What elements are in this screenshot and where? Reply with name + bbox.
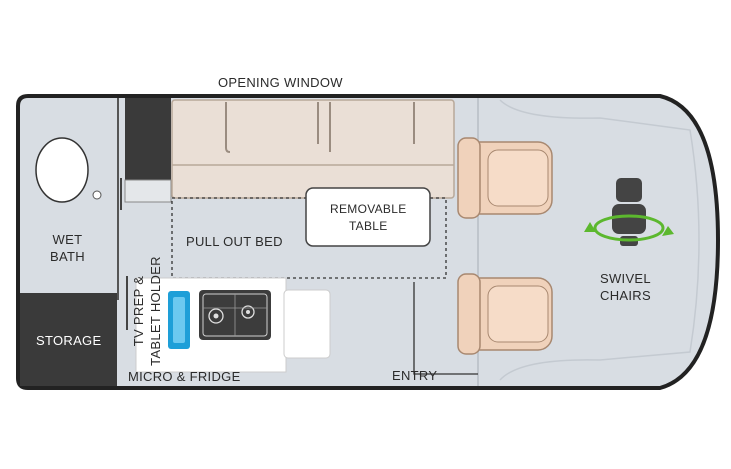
passenger-seat: [457, 273, 553, 355]
opening-window-label: OPENING WINDOW: [218, 75, 343, 90]
swivel-chairs-label: SWIVEL CHAIRS: [600, 270, 651, 304]
driver-seat: [457, 137, 553, 219]
fridge-block: [283, 289, 331, 359]
tv-prep-label-line-1: TV PREP &: [131, 275, 146, 347]
bed-straps: [225, 102, 415, 153]
upper-cabinet: [125, 98, 171, 180]
storage-block: [20, 293, 117, 386]
removable-table-label-line-1: REMOVABLE: [330, 202, 407, 216]
pull-out-bed-label: PULL OUT BED: [186, 234, 283, 249]
wet-bath-label-line-1: WET: [52, 232, 83, 247]
cabinet-shelf: [124, 179, 172, 203]
swivel-chair-icon: [584, 178, 674, 246]
tv-prep-label-line-2: TABLET HOLDER: [148, 256, 163, 366]
entry-label: ENTRY: [392, 368, 438, 383]
wet-bath-label: WET BATH: [50, 231, 85, 265]
swivel-chairs-label-line-2: CHAIRS: [600, 288, 651, 303]
drain-icon: [92, 190, 102, 200]
storage-label: STORAGE: [36, 333, 102, 348]
toilet-icon: [35, 137, 89, 203]
entry-door: [413, 282, 478, 375]
removable-table-label: REMOVABLE TABLE: [330, 201, 407, 235]
cab-contour: [499, 99, 700, 381]
tv-prep-label: TV PREP & TABLET HOLDER: [130, 256, 170, 366]
swivel-chairs-label-line-1: SWIVEL: [600, 271, 651, 286]
pull-out-bed-outline: [171, 197, 447, 279]
removable-table: [305, 187, 431, 247]
tablet-screen: [173, 297, 185, 343]
removable-table-label-line-2: TABLE: [348, 219, 388, 233]
wet-bath-label-line-2: BATH: [50, 249, 85, 264]
micro-fridge-label: MICRO & FRIDGE: [128, 369, 241, 384]
bed-cushion: [171, 99, 455, 199]
